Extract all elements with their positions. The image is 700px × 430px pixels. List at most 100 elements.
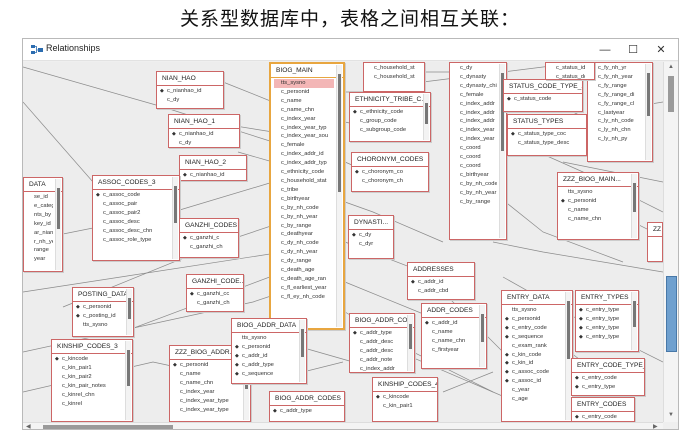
- table-field[interactable]: c_status_code: [507, 95, 573, 104]
- vertical-scrollbar[interactable]: ▲ ▼: [663, 62, 678, 422]
- table-field[interactable]: c_birthyear: [281, 195, 310, 202]
- field-list[interactable]: c_status_code: [504, 94, 582, 105]
- table-kinship-codes-3[interactable]: KINSHIP_CODES_3c_kincodec_kin_pair1c_kin…: [51, 339, 133, 422]
- field-list[interactable]: c_nianhao_idc_dy: [169, 129, 239, 149]
- table-field[interactable]: c_kincode: [55, 355, 123, 364]
- scroll-left-icon[interactable]: ◀: [26, 424, 31, 430]
- maximize-button[interactable]: ☐: [628, 44, 638, 56]
- table-field[interactable]: c_ethnicity_code: [281, 169, 325, 176]
- relationship-canvas[interactable]: NIAN_HAOc_nianhao_idc_dyNIAN_HAO_1c_nian…: [23, 62, 663, 422]
- table-field[interactable]: c_index_addr: [460, 100, 495, 107]
- table-field[interactable]: c_by_nh_code: [460, 180, 497, 187]
- table-posting-data[interactable]: POSTING_DATAc_personidc_posting_idtts_sy…: [72, 287, 134, 337]
- field-list[interactable]: tts_sysnoc_personidc_addr_idc_addr_typec…: [232, 333, 306, 380]
- table-field[interactable]: c_addr_type: [353, 329, 405, 338]
- table-ganzhi-code2[interactable]: GANZHI_CODE...c_ganzhi_ccc_ganzhi_ch: [186, 274, 244, 312]
- table-biog-addr-codes[interactable]: BIOG_ADDR_CODESc_addr_type: [269, 391, 345, 422]
- table-field[interactable]: c_assoc_id: [505, 377, 563, 386]
- table-scroll-thumb[interactable]: [301, 329, 304, 357]
- table-title[interactable]: GANZHI_CODES: [180, 219, 238, 233]
- table-field[interactable]: c_year: [512, 387, 530, 394]
- table-field[interactable]: c_entry_code: [575, 374, 635, 383]
- table-field[interactable]: c_choronym_ch: [362, 177, 403, 184]
- table-field[interactable]: c_personid: [76, 303, 124, 312]
- field-list[interactable]: c_addr_idc_addr_cbd: [408, 277, 474, 297]
- table-dynasties[interactable]: DYNASTI...c_dyc_dyr: [348, 215, 394, 259]
- table-field[interactable]: c_personid: [281, 88, 310, 95]
- table-field[interactable]: c_index_addr_typ: [281, 160, 327, 167]
- table-field[interactable]: c_dy: [460, 65, 473, 71]
- field-list[interactable]: c_ethnicity_codec_group_codec_subgroup_c…: [350, 107, 430, 136]
- table-field[interactable]: c_nianhao_id: [172, 130, 230, 139]
- table-field[interactable]: c_index_addr: [360, 365, 395, 372]
- field-list[interactable]: c_addr_typec_addr_descc_addr_descc_addr_…: [350, 328, 414, 375]
- table-nian-hao-1[interactable]: NIAN_HAO_1c_nianhao_idc_dy: [168, 114, 240, 148]
- field-list[interactable]: tts_sysnoc_personidc_entry_codec_sequenc…: [502, 305, 572, 405]
- table-field[interactable]: c_status_type_desc: [518, 139, 570, 146]
- table-field[interactable]: c_name_chn: [568, 215, 602, 222]
- table-ethnicity[interactable]: ETHNICITY_TRIBE_C...c_ethnicity_codec_gr…: [349, 92, 431, 142]
- table-field[interactable]: ar_nianhao: [34, 229, 53, 236]
- table-title[interactable]: DYNASTI...: [349, 216, 393, 230]
- table-title[interactable]: ADDR_CODES: [422, 304, 486, 318]
- table-field[interactable]: c_ganzhi_ch: [197, 299, 230, 306]
- field-list[interactable]: c_entry_typec_entry_typec_entry_typec_en…: [576, 305, 638, 343]
- table-title[interactable]: ZZZ_BIOG_MAIN...: [558, 173, 638, 187]
- table-scroll-thumb[interactable]: [647, 73, 650, 117]
- close-button[interactable]: ✕: [656, 44, 666, 56]
- table-field[interactable]: c_fy_range_di: [598, 91, 635, 98]
- table-field[interactable]: c_addr_cbd: [418, 287, 449, 294]
- table-field[interactable]: c_index_year: [180, 388, 215, 395]
- table-field[interactable]: c_kin_code: [505, 351, 563, 360]
- table-field[interactable]: c_entry_type: [579, 306, 629, 315]
- table-field[interactable]: c_status_dd: [556, 73, 585, 80]
- table-field[interactable]: c_addr_id: [411, 278, 465, 287]
- table-field[interactable]: tts_sysno: [274, 79, 334, 88]
- table-title[interactable]: ADDRESSES: [408, 263, 474, 277]
- table-nian-hao-2[interactable]: NIAN_HAO_2c_nianhao_id: [179, 155, 247, 181]
- table-scrollbar[interactable]: [172, 177, 178, 259]
- table-field[interactable]: c_index_year: [460, 136, 495, 143]
- table-field[interactable]: c_dy_range: [281, 258, 312, 265]
- table-title[interactable]: NIAN_HAO: [157, 72, 223, 86]
- table-scrollbar[interactable]: [126, 289, 132, 335]
- table-field[interactable]: c_kin_pair_notes: [62, 382, 106, 389]
- table-field[interactable]: c_firstyear: [432, 346, 459, 353]
- table-field[interactable]: range: [34, 247, 49, 254]
- table-scroll-thumb[interactable]: [174, 186, 177, 223]
- field-list[interactable]: c_personidc_namec_name_chnc_index_yearc_…: [170, 360, 250, 415]
- table-field[interactable]: nts_by: [34, 211, 52, 218]
- scroll-down-icon[interactable]: ▼: [668, 412, 674, 418]
- table-field[interactable]: c_dynasty: [460, 73, 487, 80]
- field-list[interactable]: c_addr_type: [270, 406, 344, 417]
- table-title[interactable]: ENTRY_CODE_TYPE_...: [572, 359, 644, 373]
- scroll-up-icon[interactable]: ▲: [668, 64, 674, 70]
- table-field[interactable]: c_index_year: [281, 115, 316, 122]
- table-field[interactable]: c_fy_nh_year: [598, 73, 633, 80]
- table-scroll-thumb[interactable]: [409, 324, 412, 350]
- table-field[interactable]: c_by_nh_year: [460, 189, 497, 196]
- table-field[interactable]: c_ethnicity_code: [353, 108, 421, 117]
- table-field[interactable]: c_death_age: [281, 267, 315, 274]
- table-field[interactable]: c_assoc_desc_chn: [103, 227, 153, 234]
- table-field[interactable]: c_by_nh_year: [281, 213, 318, 220]
- table-title[interactable]: ENTRY_CODES: [572, 398, 634, 412]
- table-scroll-thumb[interactable]: [338, 74, 341, 192]
- table-scrollbar[interactable]: [125, 341, 131, 420]
- table-title[interactable]: BIOG_ADDR_DATA: [232, 319, 306, 333]
- field-list[interactable]: c_assoc_codec_assoc_pairc_assoc_pair2c_a…: [93, 190, 179, 245]
- table-nian-hao[interactable]: NIAN_HAOc_nianhao_idc_dy: [156, 71, 224, 109]
- table-scroll-thumb[interactable]: [425, 103, 428, 124]
- table-field[interactable]: c_index_year_sou: [281, 133, 329, 140]
- table-field[interactable]: c_age: [512, 396, 528, 403]
- table-field[interactable]: se_id: [34, 194, 48, 200]
- table-field[interactable]: c_subgroup_code: [360, 126, 407, 133]
- table-field[interactable]: c_addr_desc: [360, 338, 394, 345]
- table-scroll-thumb[interactable]: [501, 73, 504, 152]
- table-field[interactable]: c_female: [460, 91, 484, 98]
